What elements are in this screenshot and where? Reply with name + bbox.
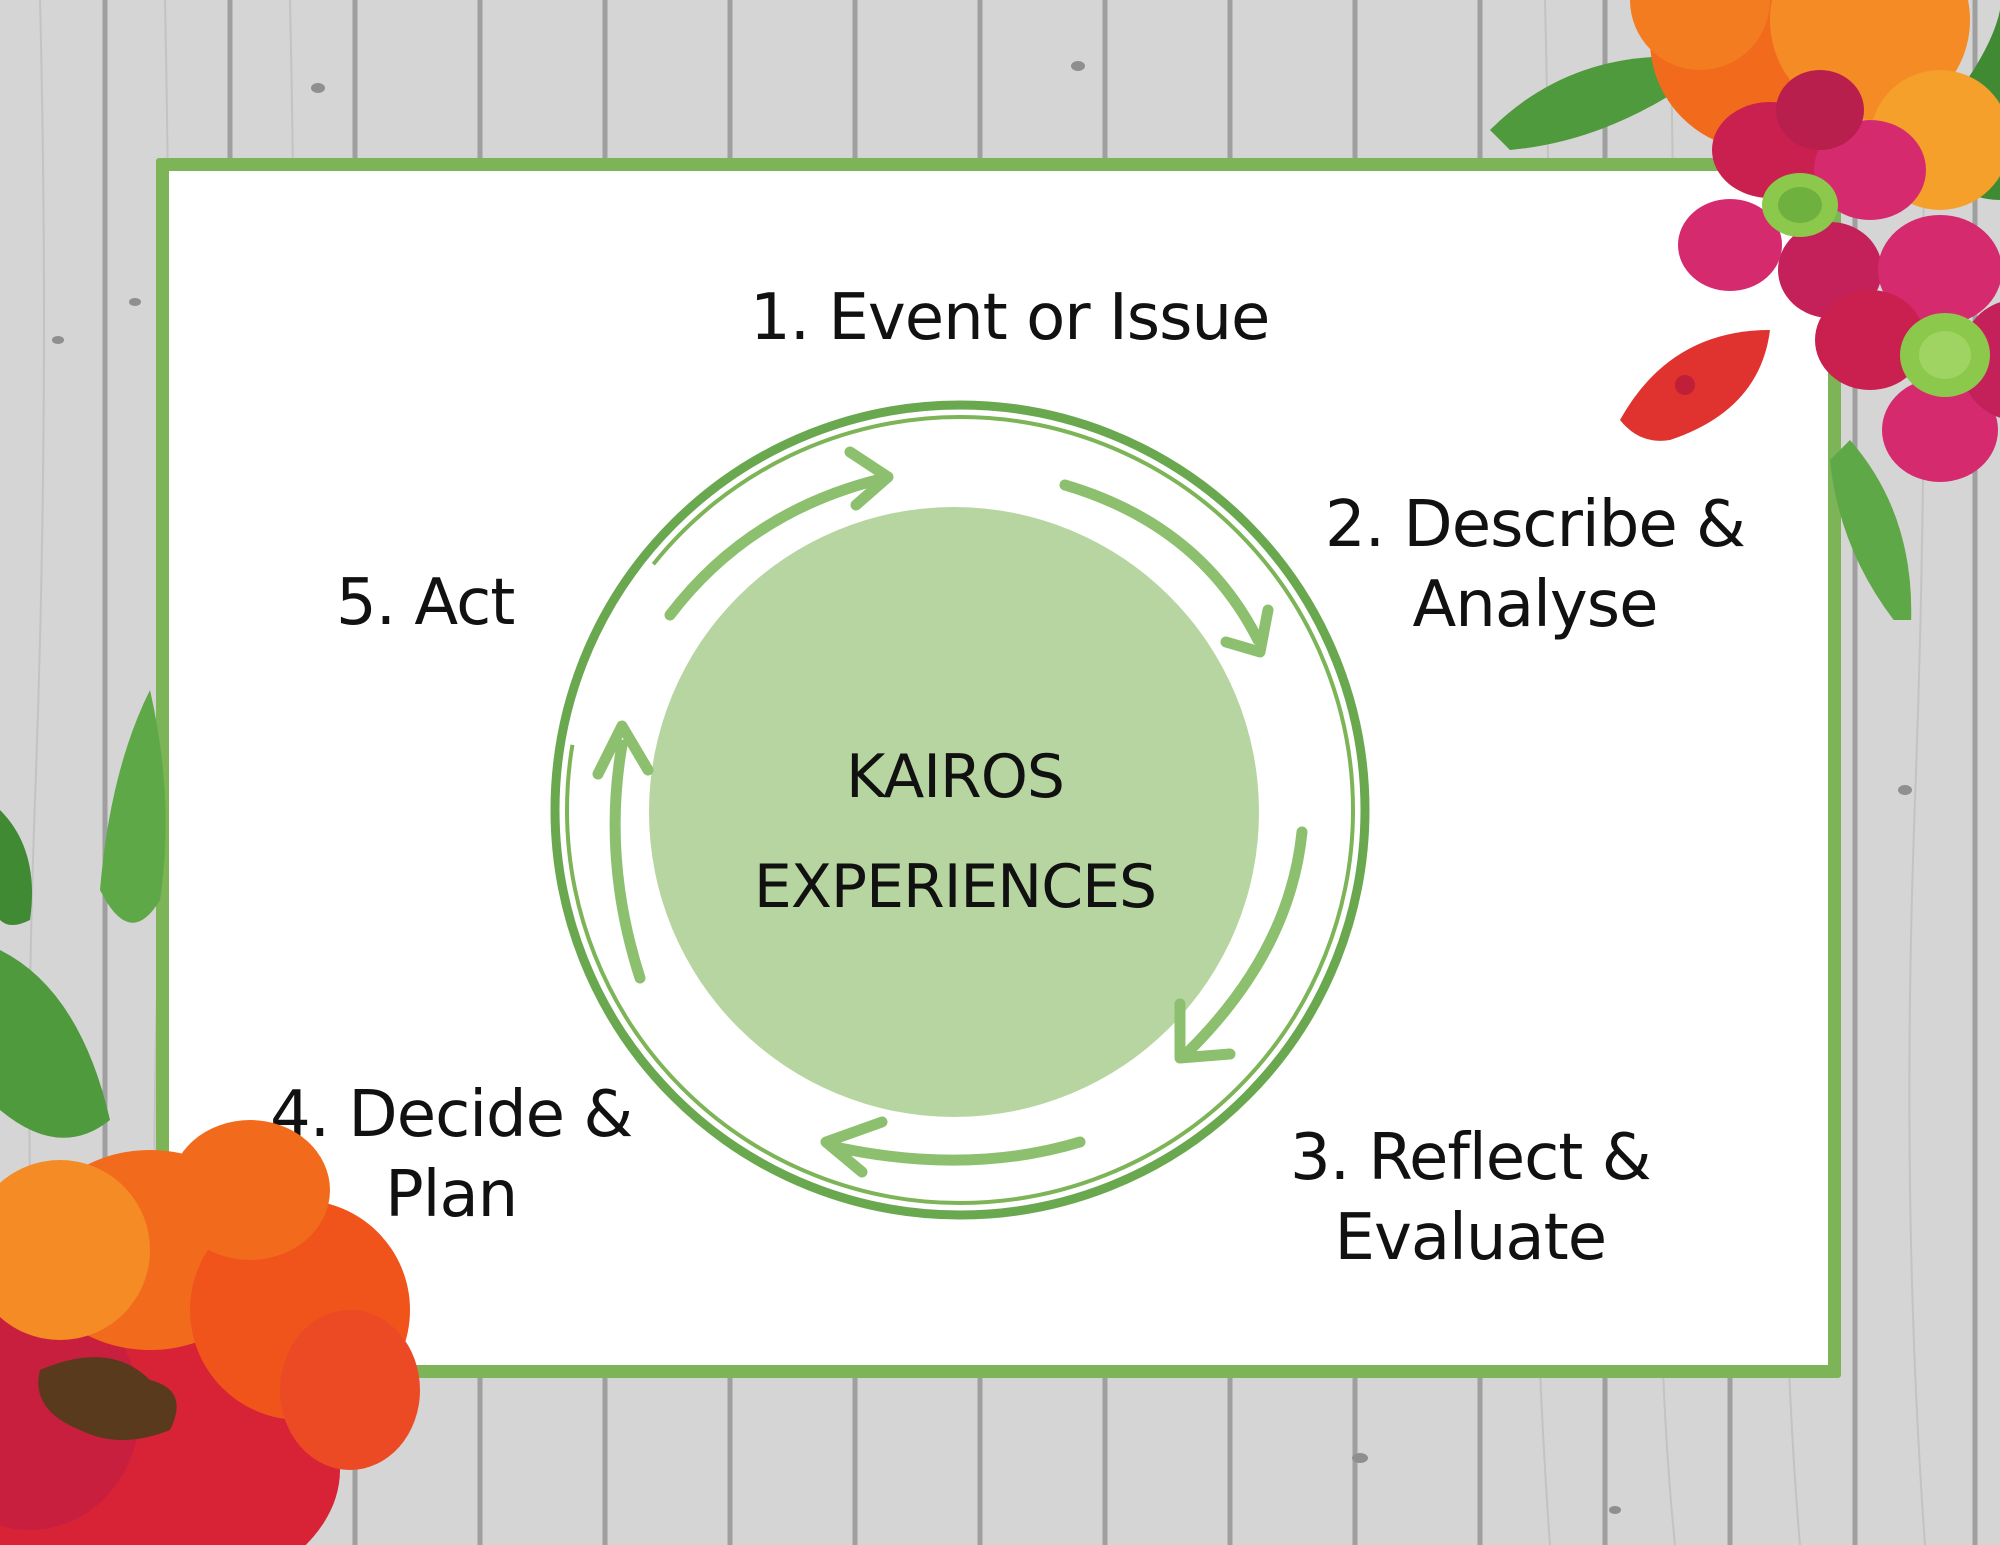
leaf-icon	[100, 690, 166, 923]
arrow-3-to-4	[834, 1136, 1086, 1166]
step-4-decide-plan: 4. Decide & Plan	[270, 1075, 633, 1235]
magenta-flower-icon	[1678, 70, 1926, 318]
step-4-label-line2: Plan	[385, 1158, 518, 1232]
step-3-label-line1: 3. Reflect &	[1290, 1121, 1652, 1195]
step-5-label: 5. Act	[336, 566, 515, 640]
center-circle	[649, 507, 1259, 1117]
step-4-label-line1: 4. Decide &	[270, 1078, 633, 1152]
arrow-2-to-3-head	[1174, 998, 1236, 1064]
step-1-event-or-issue: 1. Event or Issue	[750, 278, 1270, 358]
cycle-arrows	[592, 446, 1308, 1178]
arrow-1-to-2	[1059, 479, 1264, 646]
arrow-1-to-2-head	[1220, 604, 1274, 658]
step-2-label-line1: 2. Describe &	[1325, 488, 1746, 562]
cycle-diagram	[550, 400, 1370, 1220]
magenta-flower-icon	[1815, 215, 2000, 482]
outer-ring-inner-stroke	[565, 415, 1355, 1205]
arrow-4-to-5	[609, 739, 646, 984]
step-5-act: 5. Act	[336, 563, 515, 643]
flower-center-icon	[38, 1357, 177, 1440]
step-2-label-line2: Analyse	[1412, 568, 1659, 642]
arrow-2-to-3	[1184, 826, 1308, 1056]
outer-ring	[550, 400, 1370, 1220]
leaf-icon	[0, 810, 32, 925]
arrow-5-to-1-head	[844, 446, 894, 511]
step-3-reflect-evaluate: 3. Reflect & Evaluate	[1290, 1118, 1652, 1278]
flowers-top-right-decoration	[1490, 0, 2000, 620]
flowers-bottom-left-decoration	[0, 690, 420, 1545]
center-label-line1: KAIROS	[845, 742, 1065, 812]
step-1-label: 1. Event or Issue	[750, 281, 1270, 355]
arrow-4-to-5-head	[592, 720, 654, 780]
arrow-5-to-1	[664, 472, 891, 621]
wood-knots	[52, 61, 1912, 1514]
arrow-3-to-4-head	[820, 1116, 888, 1178]
red-bud-icon	[1620, 330, 1770, 441]
center-label-line2: EXPERIENCES	[753, 852, 1157, 922]
orange-flower-icon	[0, 1120, 420, 1470]
center-label: KAIROS EXPERIENCES	[700, 722, 1210, 942]
leaf-icon	[0, 950, 110, 1138]
leaf-icon	[1830, 440, 1912, 620]
step-2-describe-analyse: 2. Describe & Analyse	[1325, 485, 1746, 645]
step-3-label-line2: Evaluate	[1334, 1201, 1608, 1275]
